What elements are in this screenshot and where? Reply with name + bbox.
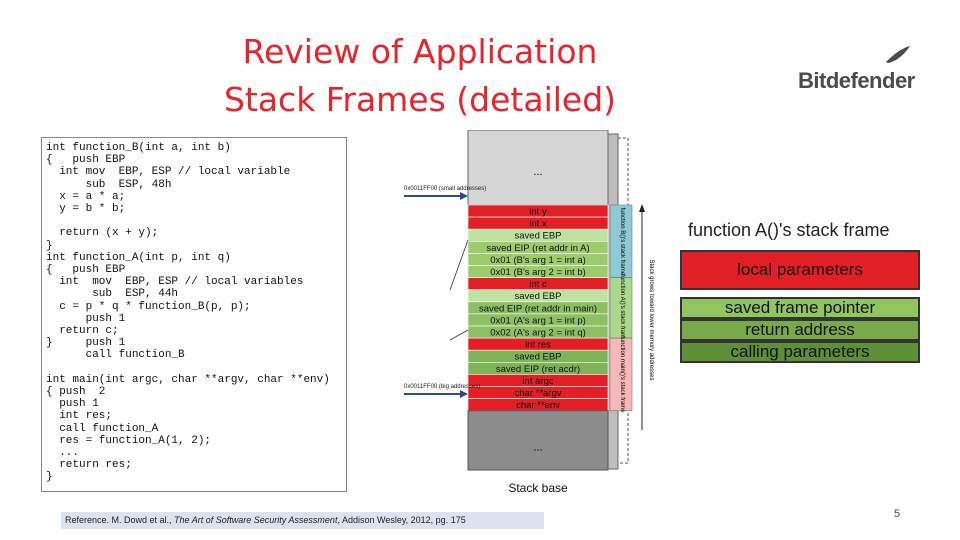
code-line: return c; bbox=[46, 325, 119, 337]
code-line: return res; bbox=[46, 459, 132, 472]
stack-cell-label: saved EIP (ret addr in main) bbox=[479, 303, 597, 314]
growth-label: Stack grows toward lower memory addresse… bbox=[648, 259, 654, 380]
code-line: sub ESP, 48h bbox=[46, 178, 172, 191]
stack-bottom-ellipsis: ... bbox=[533, 442, 542, 454]
reference-book: The Art of Software Security Assessment bbox=[174, 515, 338, 525]
code-line: { push 2 bbox=[46, 386, 106, 398]
frame-label: function A()'s stack frame bbox=[619, 274, 625, 342]
stack-cell-label: 0x01 (B's arg 1 = int a) bbox=[490, 255, 586, 266]
stack-cell-label: int c bbox=[529, 279, 547, 290]
stack-cell-label: 0x02 (A's arg 2 = int q) bbox=[490, 328, 586, 339]
stack-cell-label: saved EBP bbox=[515, 291, 562, 302]
code-line: push 1 bbox=[46, 312, 126, 325]
stack-cell-label: int x bbox=[529, 219, 547, 230]
slide-title: Review of Application Stack Frames (deta… bbox=[200, 28, 640, 124]
pointer-line bbox=[449, 329, 469, 341]
frame-label: function B()'s stack frame bbox=[619, 208, 625, 276]
stack-base-label: Stack base bbox=[508, 481, 568, 495]
bitdefender-logo: Bitdefender bbox=[778, 40, 928, 100]
legend-item: saved frame pointer bbox=[680, 297, 920, 319]
stack-cell-label: 0x01 (A's arg 1 = int p) bbox=[490, 315, 586, 326]
stack-cell-label: saved EIP (ret acdr) bbox=[496, 364, 580, 375]
stack-top-ellipsis: ... bbox=[533, 166, 542, 178]
legend-item: local parameters bbox=[680, 250, 920, 290]
code-line: { push EBP bbox=[46, 154, 126, 167]
legend-item: calling parameters bbox=[680, 341, 920, 363]
code-line: int function_A(int p, int q) bbox=[46, 251, 231, 264]
code-line: call function_A bbox=[46, 422, 159, 435]
code-line: push 1 bbox=[46, 398, 99, 411]
code-line: int mov EBP, ESP // local variable bbox=[46, 166, 291, 179]
code-line: int main(int argc, char **argv, char **e… bbox=[46, 373, 330, 386]
address-label: 0x0011FF00 (small addresses) bbox=[404, 186, 486, 192]
growth-arrow-head bbox=[639, 204, 645, 212]
stack-cell-label: char **env bbox=[516, 400, 560, 411]
stack-cell-label: char **argv bbox=[515, 388, 562, 399]
code-line: } bbox=[46, 471, 53, 484]
frame-label: function main()'s stack frame bbox=[619, 336, 625, 413]
stack-cell-label: saved EBP bbox=[515, 231, 562, 242]
code-line: res = function_A(1, 2); bbox=[46, 434, 212, 447]
reference-suffix: , Addison Wesley, 2012, pg. 175 bbox=[337, 515, 466, 525]
title-line-1: Review of Application bbox=[242, 32, 598, 71]
page-number: 5 bbox=[894, 508, 901, 520]
code-line: c = p * q * function_B(p, p); bbox=[46, 300, 251, 313]
legend-title: function A()'s stack frame bbox=[688, 220, 890, 240]
code-line: int function_B(int a, int b) bbox=[46, 142, 231, 154]
stack-cell-label: saved EBP bbox=[515, 352, 562, 363]
code-line: } push 1 bbox=[46, 337, 126, 350]
pointer-line bbox=[449, 239, 469, 291]
stack-top-region bbox=[467, 130, 609, 206]
bitdefender-wolf-icon bbox=[886, 46, 910, 63]
code-line: y = b * b; bbox=[46, 203, 126, 215]
address-arrow-head bbox=[460, 192, 468, 200]
code-line: int mov EBP, ESP // local variables bbox=[46, 276, 304, 289]
code-line: call function_B bbox=[46, 349, 185, 362]
code-line: int res; bbox=[46, 410, 113, 423]
stack-cell-label: int y bbox=[529, 207, 547, 218]
code-line: return (x + y); bbox=[46, 227, 159, 240]
code-line: sub ESP, 44h bbox=[46, 288, 179, 301]
frame-label-box bbox=[609, 337, 633, 411]
stack-cell-label: saved EIP (ret addr in A) bbox=[486, 243, 589, 254]
code-line: } bbox=[46, 239, 53, 252]
code-line: ... bbox=[46, 447, 80, 459]
address-label: 0x0011FF00 (big addresses) bbox=[404, 384, 480, 390]
stack-bottom-region bbox=[467, 410, 609, 471]
code-listing: int function_B(int a, int b){ push EBP i… bbox=[41, 137, 347, 492]
code-line: x = a * a; bbox=[46, 190, 126, 203]
title-line-2: Stack Frames (detailed) bbox=[223, 80, 617, 119]
stack-cell-label: int res bbox=[525, 340, 551, 351]
reference-note: Reference. M. Dowd et al., The Art of So… bbox=[61, 512, 544, 529]
stack-cell-label: 0x01 (B's arg 2 = int b) bbox=[490, 267, 586, 278]
logo-text: Bitdefender bbox=[798, 68, 915, 93]
stack-cell-label: int argc bbox=[522, 376, 553, 387]
reference-prefix: Reference. M. Dowd et al., bbox=[65, 515, 175, 525]
code-line: { push EBP bbox=[46, 264, 126, 276]
address-arrow-head bbox=[460, 390, 468, 398]
legend-item: return address bbox=[680, 319, 920, 341]
